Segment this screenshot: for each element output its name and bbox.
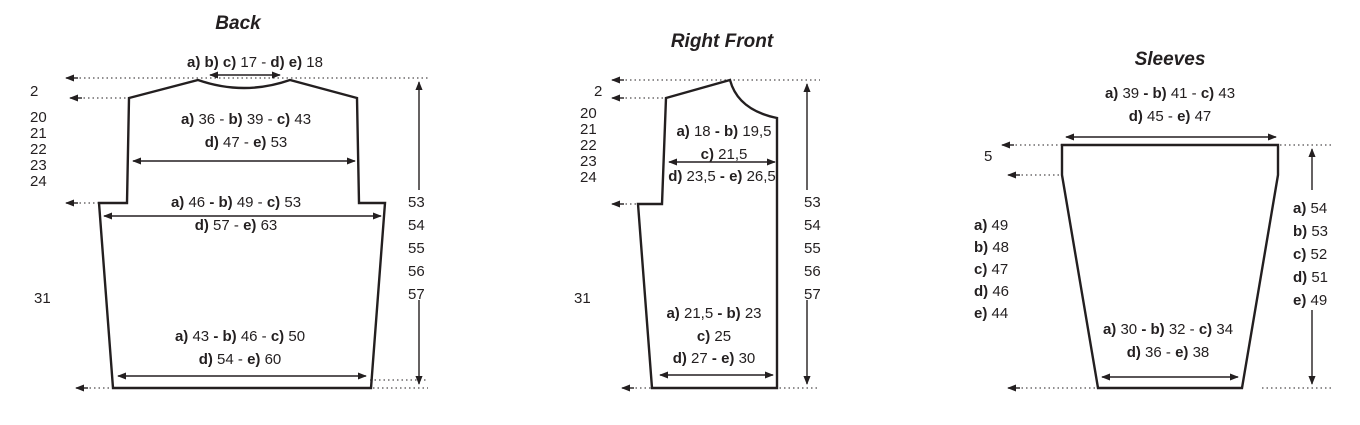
- back-left-body-number: 31: [34, 290, 51, 307]
- back-bottom-label-1: a) 43 - b) 46 - c) 50: [175, 328, 305, 345]
- front-shoulder-label-2: c) 21,5: [701, 146, 748, 163]
- front-right-total-3: 55: [804, 240, 821, 257]
- sleeves-bottom-label-2: d) 36 - e) 38: [1127, 344, 1210, 361]
- sleeves-left-top-number: 5: [984, 148, 992, 165]
- front-left-armhole-1: 20: [580, 105, 597, 122]
- front-left-armhole-4: 23: [580, 153, 597, 170]
- sleeves-left-list-5: e) 44: [974, 305, 1008, 322]
- front-left-top-number: 2: [594, 83, 602, 100]
- sleeves-title: Sleeves: [1135, 49, 1206, 70]
- back-piece: Back a) b) c) 17 - d) e) 18 a) 36 - b) 3…: [30, 13, 428, 392]
- sleeves-bottom-label-1: a) 30 - b) 32 - c) 34: [1103, 321, 1233, 338]
- sleeves-right-list-1: a) 54: [1293, 200, 1327, 217]
- back-shoulder-label-2: d) 47 - e) 53: [205, 134, 288, 151]
- front-bottom-label-2: c) 25: [697, 328, 731, 345]
- front-left-armhole-2: 21: [580, 121, 597, 138]
- sleeves-left-list-3: c) 47: [974, 261, 1008, 278]
- sleeves-right-list-4: d) 51: [1293, 269, 1328, 286]
- front-right-total-4: 56: [804, 263, 821, 280]
- front-left-body-number: 31: [574, 290, 591, 307]
- front-bottom-label-3: d) 27 - e) 30: [673, 350, 756, 367]
- right-front-piece: Right Front a) 18 - b) 19,5 c) 21,5 d) 2…: [574, 31, 821, 392]
- sleeves-right-list-2: b) 53: [1293, 223, 1328, 240]
- front-bottom-label-1: a) 21,5 - b) 23: [666, 305, 761, 322]
- back-bottom-label-2: d) 54 - e) 60: [199, 351, 282, 368]
- sleeves-top-label-2: d) 45 - e) 47: [1129, 108, 1212, 125]
- front-right-total-5: 57: [804, 286, 821, 303]
- front-left-armhole-5: 24: [580, 169, 597, 186]
- front-title: Right Front: [671, 31, 774, 52]
- back-title: Back: [215, 13, 262, 34]
- back-right-total-4: 56: [408, 263, 425, 280]
- back-left-armhole-2: 21: [30, 125, 47, 142]
- back-chest-label-2: d) 57 - e) 63: [195, 217, 278, 234]
- front-shoulder-label-3: d) 23,5 - e) 26,5: [668, 168, 776, 185]
- back-left-armhole-3: 22: [30, 141, 47, 158]
- front-right-total-2: 54: [804, 217, 821, 234]
- front-right-total-1: 53: [804, 194, 821, 211]
- back-right-total-3: 55: [408, 240, 425, 257]
- front-shoulder-label-1: a) 18 - b) 19,5: [676, 123, 771, 140]
- back-outline: [97, 78, 387, 390]
- sleeves-piece: Sleeves a) 39 - b) 41 - c) 43 d) 45 - e)…: [974, 49, 1332, 392]
- back-chest-label-1: a) 46 - b) 49 - c) 53: [171, 194, 301, 211]
- sleeves-left-list-4: d) 46: [974, 283, 1009, 300]
- back-left-armhole-4: 23: [30, 157, 47, 174]
- back-left-armhole-5: 24: [30, 173, 47, 190]
- sleeves-left-list-2: b) 48: [974, 239, 1009, 256]
- front-outline: [636, 78, 779, 390]
- sleeves-right-list-5: e) 49: [1293, 292, 1327, 309]
- sleeves-top-label-1: a) 39 - b) 41 - c) 43: [1105, 85, 1235, 102]
- back-right-total-2: 54: [408, 217, 425, 234]
- front-left-armhole-3: 22: [580, 137, 597, 154]
- back-shoulder-label-1: a) 36 - b) 39 - c) 43: [181, 111, 311, 128]
- sleeves-outline: [1060, 143, 1280, 390]
- back-left-top-number: 2: [30, 83, 38, 100]
- back-right-total-1: 53: [408, 194, 425, 211]
- sleeves-left-list-1: a) 49: [974, 217, 1008, 234]
- back-left-armhole-1: 20: [30, 109, 47, 126]
- back-right-total-5: 57: [408, 286, 425, 303]
- back-neck-label: a) b) c) 17 - d) e) 18: [187, 54, 323, 71]
- sleeves-right-list-3: c) 52: [1293, 246, 1327, 263]
